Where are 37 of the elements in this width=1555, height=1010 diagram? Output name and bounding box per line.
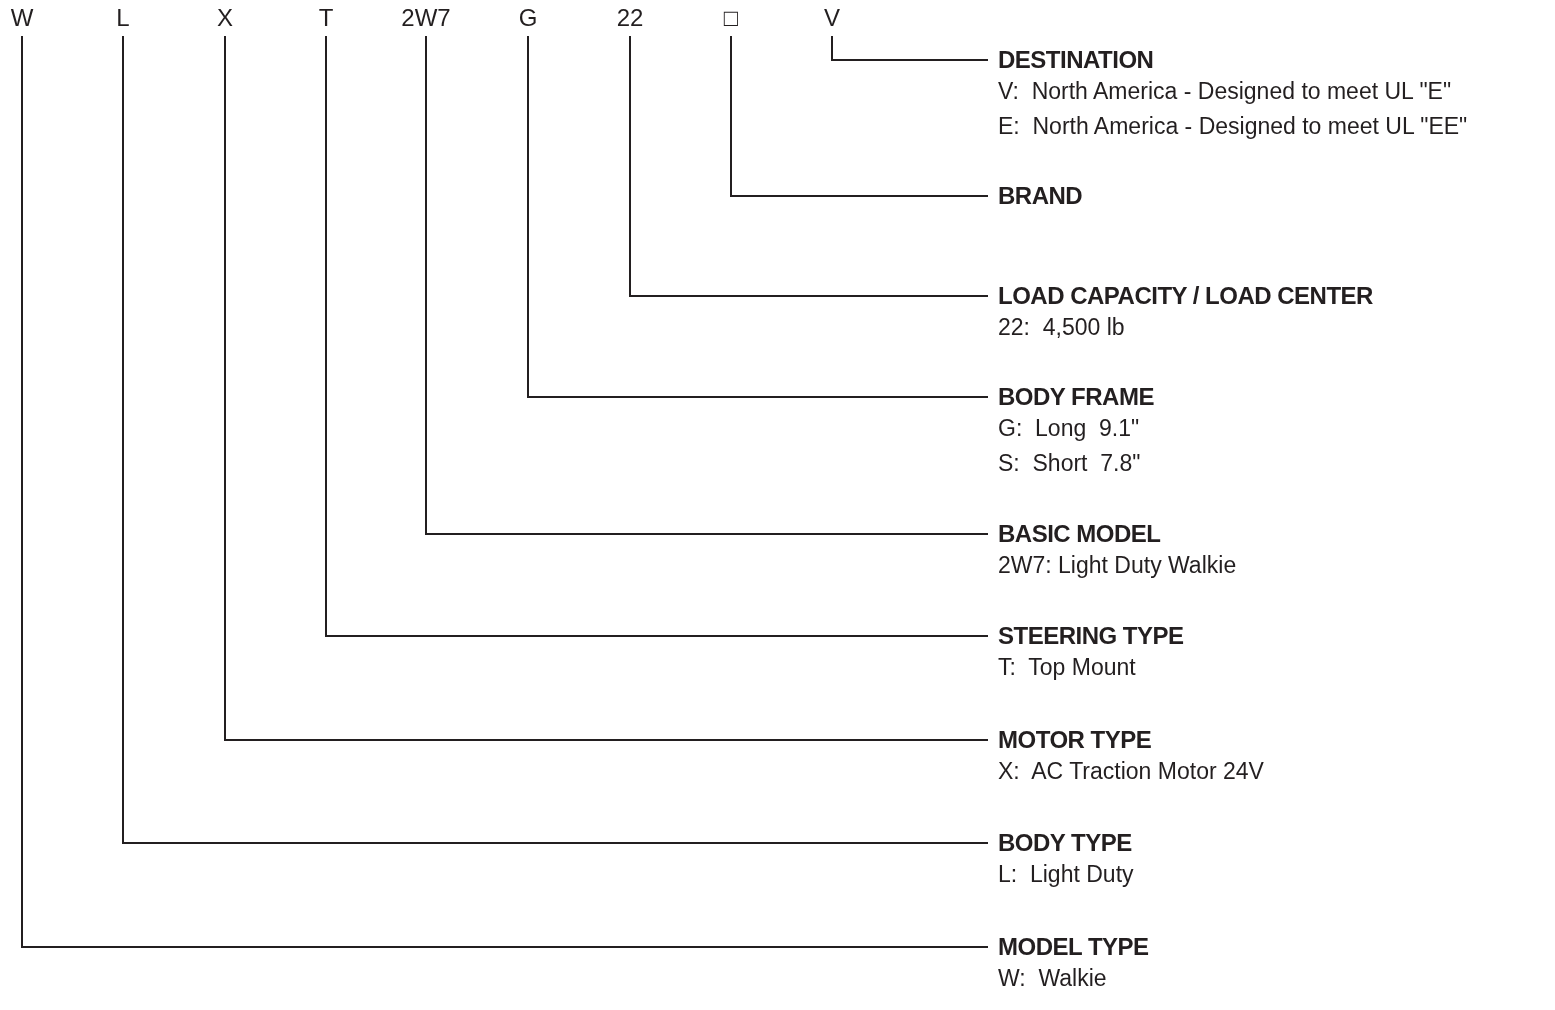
field-heading: MOTOR TYPE: [998, 726, 1152, 754]
leader-line: [730, 35, 989, 197]
code-character: □: [701, 4, 761, 32]
leader-line: [122, 35, 989, 844]
code-character: W: [0, 4, 52, 32]
field-heading: MODEL TYPE: [998, 933, 1149, 961]
code-character: X: [195, 4, 255, 32]
field-heading: DESTINATION: [998, 46, 1154, 74]
leader-line: [527, 35, 989, 398]
leader-line: [224, 35, 989, 741]
field-heading: STEERING TYPE: [998, 622, 1184, 650]
code-description: 22: 4,500 lb: [998, 313, 1125, 342]
code-character: V: [802, 4, 862, 32]
code-description: X: AC Traction Motor 24V: [998, 757, 1264, 786]
code-character: 2W7: [396, 4, 456, 32]
leader-line: [325, 35, 989, 637]
code-description: L: Light Duty: [998, 860, 1134, 889]
code-character: 22: [600, 4, 660, 32]
code-description: G: Long 9.1": [998, 414, 1140, 443]
code-description: T: Top Mount: [998, 653, 1136, 682]
code-description: S: Short 7.8": [998, 449, 1141, 478]
code-character: T: [296, 4, 356, 32]
code-description: E: North America - Designed to meet UL "EE": [998, 112, 1468, 141]
leader-line: [425, 35, 989, 535]
code-description: V: North America - Designed to meet UL "E": [998, 77, 1452, 106]
field-heading: LOAD CAPACITY / LOAD CENTER: [998, 282, 1373, 310]
field-heading: BASIC MODEL: [998, 520, 1161, 548]
code-description: W: Walkie: [998, 964, 1107, 993]
field-heading: BRAND: [998, 182, 1083, 210]
field-heading: BODY FRAME: [998, 383, 1154, 411]
code-character: L: [93, 4, 153, 32]
code-character: G: [498, 4, 558, 32]
field-heading: BODY TYPE: [998, 829, 1132, 857]
leader-line: [21, 35, 989, 948]
leader-line: [831, 35, 989, 61]
leader-line: [629, 35, 989, 297]
code-description: 2W7: Light Duty Walkie: [998, 551, 1237, 580]
